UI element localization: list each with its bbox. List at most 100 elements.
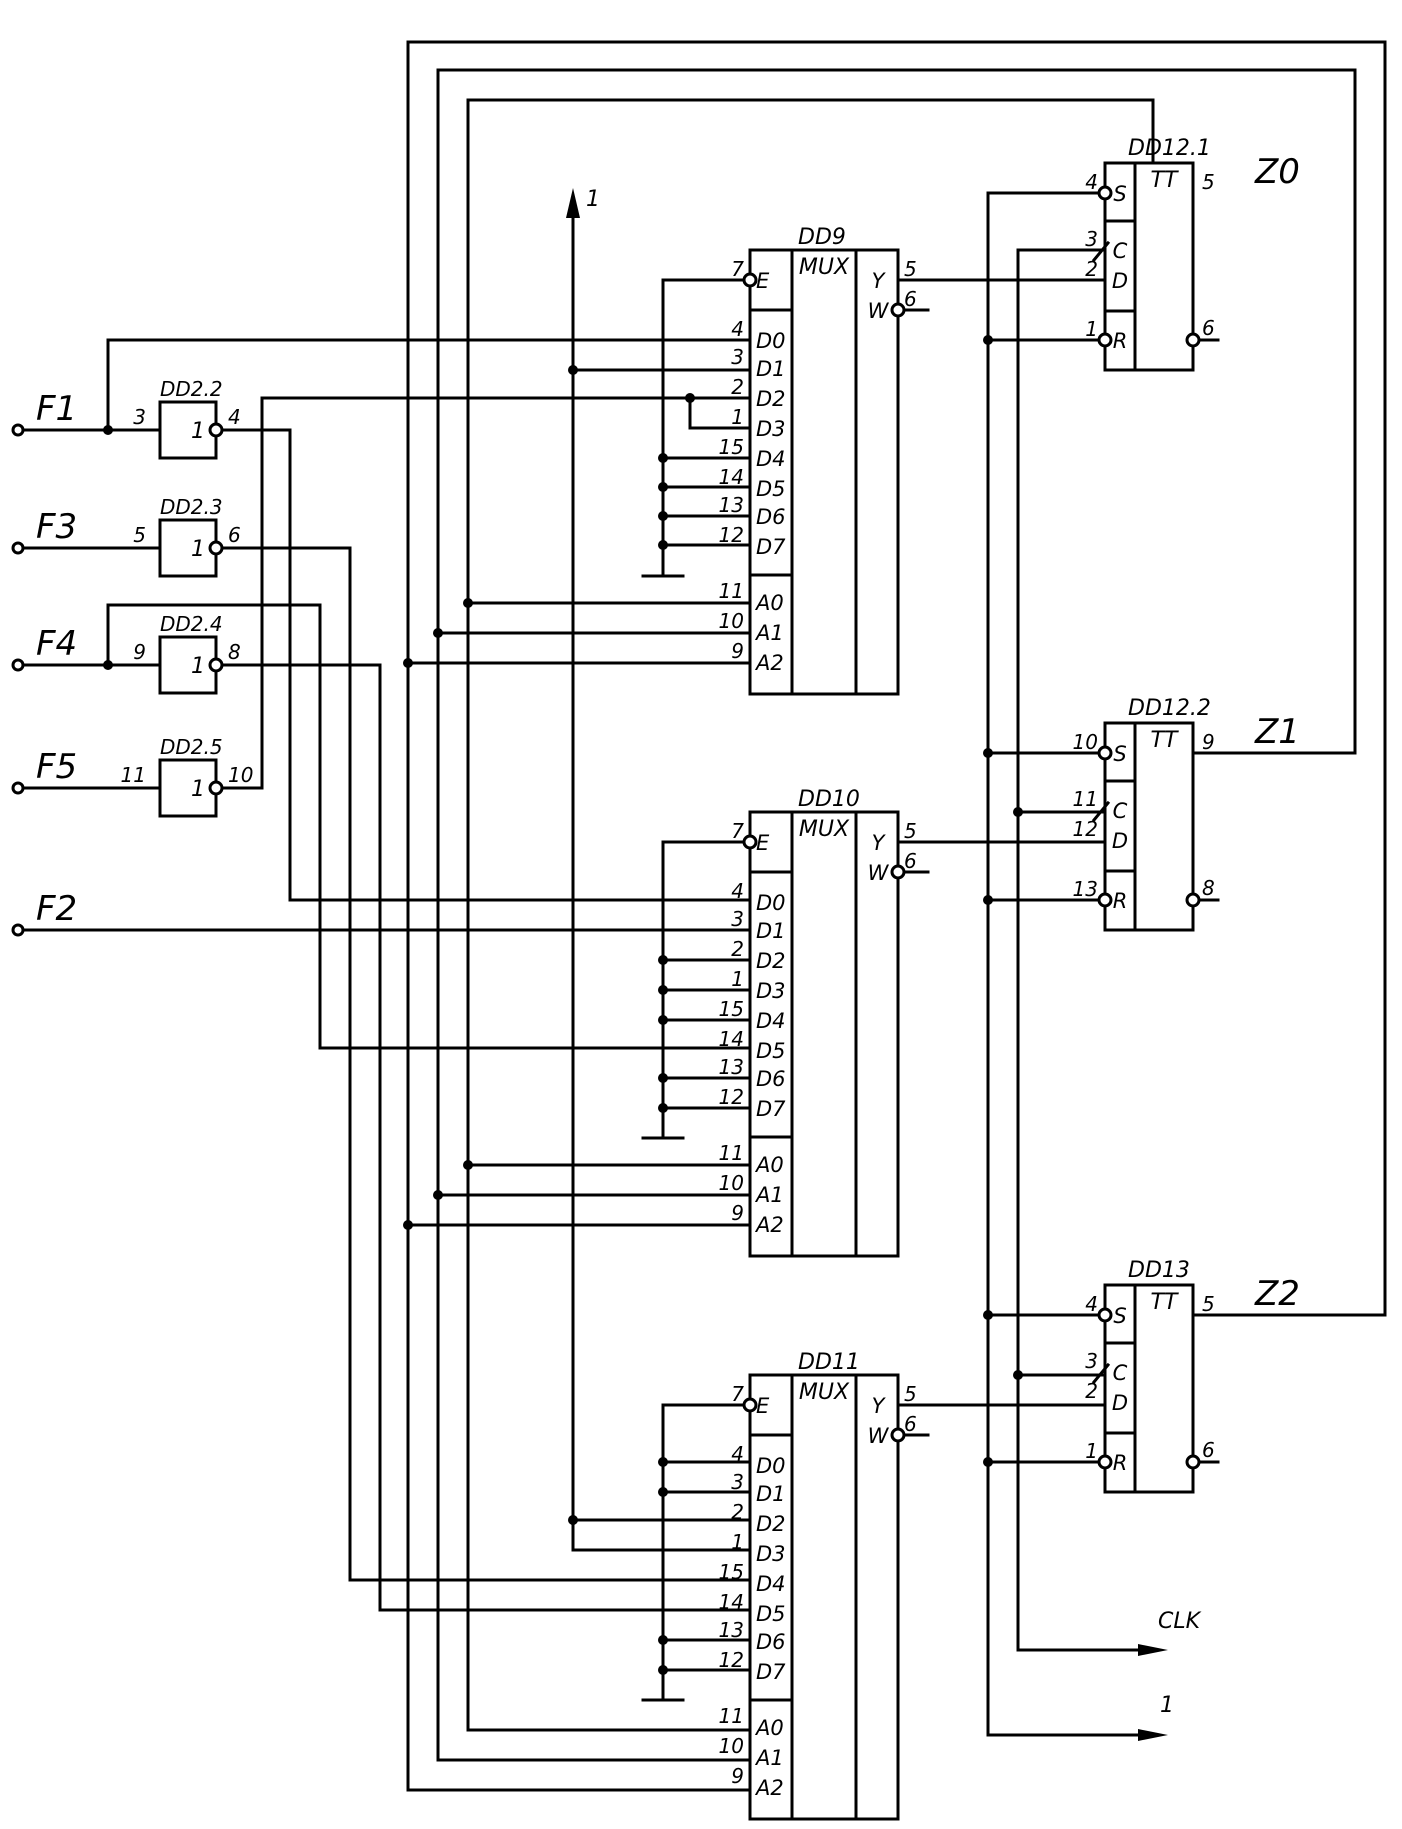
flipflop-pin-number: 2	[1085, 257, 1098, 281]
input-label-f2: F2	[36, 889, 77, 929]
mux-pin-number: 5	[904, 1382, 917, 1406]
junctions	[103, 335, 1023, 1675]
mux-pin-number: 10	[719, 609, 744, 633]
mux-ref: DD9	[798, 225, 846, 250]
inversion-bubble	[208, 540, 224, 556]
mux-pin-label: D7	[756, 535, 786, 559]
mux-pin-label: A2	[754, 1213, 784, 1237]
flipflop-pin-number: 9	[1202, 730, 1215, 754]
output-label-z1: Z1	[1254, 712, 1300, 752]
mux-pin-label: E	[756, 269, 770, 293]
mux-body	[748, 1373, 900, 1821]
w-bubble	[890, 864, 906, 880]
r-bubble	[1097, 892, 1113, 908]
mux-pin-label: D6	[756, 1630, 786, 1654]
mux-pin-label: E	[756, 831, 770, 855]
mux-pin-number: 3	[731, 345, 744, 369]
mux-pin-number: 1	[731, 967, 744, 991]
mux-dd9: DD9MUXE7D04D13D22D31D415D514D613D712A011…	[719, 225, 930, 696]
clk-label: CLK	[1158, 1609, 1202, 1634]
mux-layer: DD9MUXE7D04D13D22D31D415D514D613D712A011…	[719, 225, 930, 1821]
mux-pin-label: D2	[756, 949, 786, 973]
mux-pin-number: 1	[731, 405, 744, 429]
mux-out-label-y: Y	[872, 269, 887, 293]
flipflop-pin-label: D	[1112, 829, 1128, 853]
flipflop-pin-label: S	[1113, 742, 1126, 766]
mux-func: MUX	[799, 817, 850, 842]
mux-pin-label: D5	[756, 1602, 786, 1626]
mux-pin-number: 4	[731, 317, 744, 341]
inverter-body	[158, 635, 218, 695]
inversion-bubble	[208, 422, 224, 438]
mux-pin-number: 7	[731, 1382, 744, 1406]
mux-pin-number: 11	[719, 1704, 744, 1728]
s-bubble	[1097, 745, 1113, 761]
mux-pin-number: 9	[731, 639, 744, 663]
flipflop-pin-label: C	[1113, 239, 1128, 263]
s-bubble	[1097, 185, 1113, 201]
mux-pin-number: 2	[731, 1500, 744, 1524]
mux-pin-label: A2	[754, 651, 784, 675]
mux-pin-number: 10	[719, 1734, 744, 1758]
mux-pin-label: A1	[754, 1746, 784, 1770]
r-bubble	[1097, 332, 1113, 348]
mux-pin-number: 13	[719, 493, 744, 517]
mux-pin-label: A2	[754, 1776, 784, 1800]
mux-pin-number: 7	[731, 257, 744, 281]
mux-pin-number: 9	[731, 1764, 744, 1788]
wiring	[16, 40, 1387, 1792]
inverter-symbol: 1	[191, 777, 205, 802]
flipflop-pin-number: 6	[1202, 1438, 1215, 1462]
mux-pin-label: D4	[756, 447, 786, 471]
qn-bubble	[1185, 892, 1201, 908]
mux-dd10: DD10MUXE7D04D13D22D31D415D514D613D712A01…	[719, 787, 930, 1258]
output-label-z0: Z0	[1254, 152, 1300, 192]
inverter-body	[158, 400, 218, 460]
inverter-symbol: 1	[191, 537, 205, 562]
input-terminal-f5	[11, 781, 25, 795]
mux-pin-label: D1	[756, 1482, 786, 1506]
enable-bubble	[742, 272, 758, 288]
mux-pin-label: D7	[756, 1660, 786, 1684]
input-label-f1: F1	[36, 389, 77, 429]
mux-pin-number: 12	[719, 1085, 744, 1109]
mux-pin-label: A1	[754, 621, 784, 645]
w-bubble	[890, 1427, 906, 1443]
input-terminal-f4	[11, 658, 25, 672]
mux-pin-number: 5	[904, 819, 917, 843]
flipflop-func: TT	[1151, 1290, 1179, 1315]
mux-pin-label: D4	[756, 1572, 786, 1596]
flipflop-pin-number: 13	[1073, 877, 1098, 901]
flipflop-layer: DD12.1TTS4C3D2R156DD12.2TTS10C11D12R1398…	[1073, 136, 1220, 1494]
flipflop-body	[1103, 161, 1195, 372]
mux-pin-label: A0	[754, 591, 784, 615]
inverter-pin-out: 6	[228, 523, 241, 547]
w-bubble	[890, 302, 906, 318]
inverter-pin-in: 3	[133, 405, 146, 429]
inverter-pin-in: 11	[121, 763, 146, 787]
mux-pin-number: 15	[719, 997, 744, 1021]
qn-bubble	[1185, 332, 1201, 348]
mux-ref: DD10	[798, 787, 860, 812]
flipflop-pin-number: 3	[1085, 227, 1098, 251]
mux-pin-number: 6	[904, 1412, 917, 1436]
mux-pin-label: D0	[756, 329, 786, 353]
mux-pin-label: A0	[754, 1716, 784, 1740]
inverter-symbol: 1	[191, 419, 205, 444]
mux-pin-label: D2	[756, 1512, 786, 1536]
inverter-pin-in: 9	[133, 640, 146, 664]
mux-pin-number: 11	[719, 579, 744, 603]
mux-pin-number: 12	[719, 1648, 744, 1672]
mux-pin-number: 3	[731, 1470, 744, 1494]
mux-out-label-y: Y	[872, 831, 887, 855]
inverter-ref: DD2.3	[160, 495, 223, 519]
flipflop-pin-label: R	[1113, 329, 1128, 353]
enable-bubble	[742, 834, 758, 850]
mux-pin-number: 12	[719, 523, 744, 547]
